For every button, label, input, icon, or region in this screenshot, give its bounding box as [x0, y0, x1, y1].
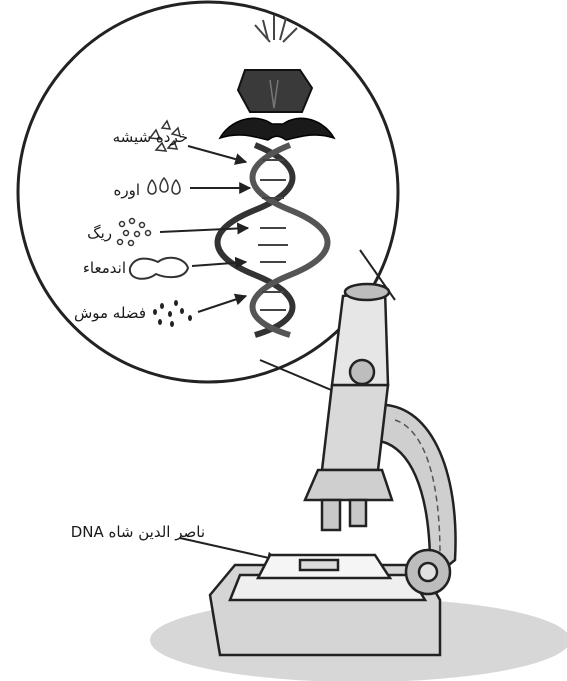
label-mouse-droppings: فضله موش	[74, 304, 146, 322]
label-urea: اوره	[113, 181, 140, 199]
caption-dna: DNA ناصر الدین شاه	[71, 523, 205, 541]
label-glass-shards: خرده شیشه	[113, 128, 188, 146]
label-intestine: اندمعاء	[83, 259, 126, 277]
label-sand: ریگ	[87, 224, 112, 242]
